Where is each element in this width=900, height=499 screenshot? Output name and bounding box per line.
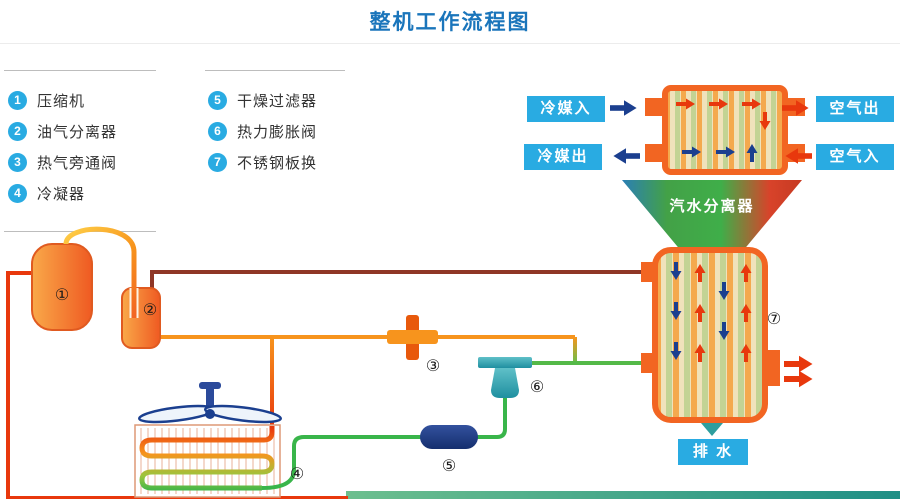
legend-item-plate-exchanger: 7 不锈钢板换: [208, 151, 317, 173]
drain-arrow-icon: [701, 423, 723, 436]
compressor: ①: [31, 243, 93, 331]
legend-divider-top-col2: [205, 70, 345, 71]
legend-num-3-icon: 3: [8, 152, 27, 172]
condenser-fins: [140, 428, 275, 494]
legend-label-oil-separator: 油气分离器: [37, 123, 118, 141]
legend-item-compressor: 1 压缩机: [8, 89, 85, 111]
filter-drier: ⑤: [420, 425, 478, 475]
pipe-return-maroon: [150, 270, 652, 292]
legend-label-plate-exchanger: 不锈钢板换: [237, 154, 318, 172]
vessel-out-arrow-top-icon: [784, 355, 813, 373]
legend-label-filter-drier: 干燥过滤器: [237, 92, 318, 110]
pipe-suction-red: [6, 271, 348, 499]
refrigerant-in-arrow-icon: [610, 100, 637, 116]
page-title: 整机工作流程图: [369, 11, 531, 34]
label-refrigerant-out: 冷媒出: [524, 144, 602, 170]
refrigerant-out-arrow-icon: [613, 148, 640, 164]
legend-num-5-icon: 5: [208, 90, 227, 110]
pipe-compressor-to-separator: [63, 226, 137, 318]
marker-1: ①: [55, 287, 69, 304]
legend-num-6-icon: 6: [208, 121, 227, 141]
plate-heat-exchanger: ⑦: [641, 247, 781, 436]
marker-4: ④: [290, 466, 304, 483]
legend-num-7-icon: 7: [208, 152, 227, 172]
legend-label-expansion-valve: 热力膨胀阀: [237, 123, 318, 141]
pipes: [6, 270, 652, 499]
water-separator-funnel: 汽水分离器: [622, 180, 802, 252]
legend-label-compressor: 压缩机: [37, 92, 86, 110]
legend-item-bypass-valve: 3 热气旁通阀: [8, 151, 117, 173]
condenser-coil: [139, 426, 275, 491]
legend-item-condenser: 4 冷凝器: [8, 182, 85, 204]
legend-item-expansion-valve: 6 热力膨胀阀: [208, 120, 317, 142]
exchanger-port-left-top: [645, 98, 667, 116]
legend-label-bypass-valve: 热气旁通阀: [37, 154, 118, 172]
marker-3: ③: [426, 358, 440, 375]
legend-num-2-icon: 2: [8, 121, 27, 141]
pipe-condenser-out-green: [261, 435, 422, 490]
fan-icon: [138, 382, 282, 424]
legend-label-condenser: 冷凝器: [37, 185, 86, 203]
air-heat-exchanger: [645, 85, 805, 175]
legend-item-oil-separator: 2 油气分离器: [8, 120, 117, 142]
exchanger-port-left-bottom: [645, 144, 667, 162]
marker-7: ⑦: [767, 311, 781, 328]
label-air-out: 空气出: [816, 96, 894, 122]
label-refrigerant-in: 冷媒入: [527, 96, 605, 122]
marker-6: ⑥: [530, 379, 544, 396]
label-air-in: 空气入: [816, 144, 894, 170]
hot-gas-bypass-valve: ③: [387, 315, 440, 375]
condenser: [134, 424, 422, 498]
oil-separator: ②: [63, 226, 161, 349]
marker-5: ⑤: [442, 458, 456, 475]
bottom-water-pipe: [346, 491, 900, 499]
label-drain: 排 水: [678, 439, 748, 465]
marker-2: ②: [143, 302, 157, 319]
water-separator-label: 汽水分离器: [669, 197, 754, 215]
vessel-out-arrow-bottom-icon: [784, 370, 813, 388]
pipe-filter-to-valve: [476, 396, 507, 439]
condenser-fin-box: [134, 424, 281, 498]
expansion-valve: ⑥: [478, 357, 544, 398]
legend-item-filter-drier: 5 干燥过滤器: [208, 89, 317, 111]
legend-num-1-icon: 1: [8, 90, 27, 110]
legend-divider-top-col1: [4, 70, 156, 71]
legend-num-4-icon: 4: [8, 183, 27, 203]
title-divider: [0, 43, 900, 44]
